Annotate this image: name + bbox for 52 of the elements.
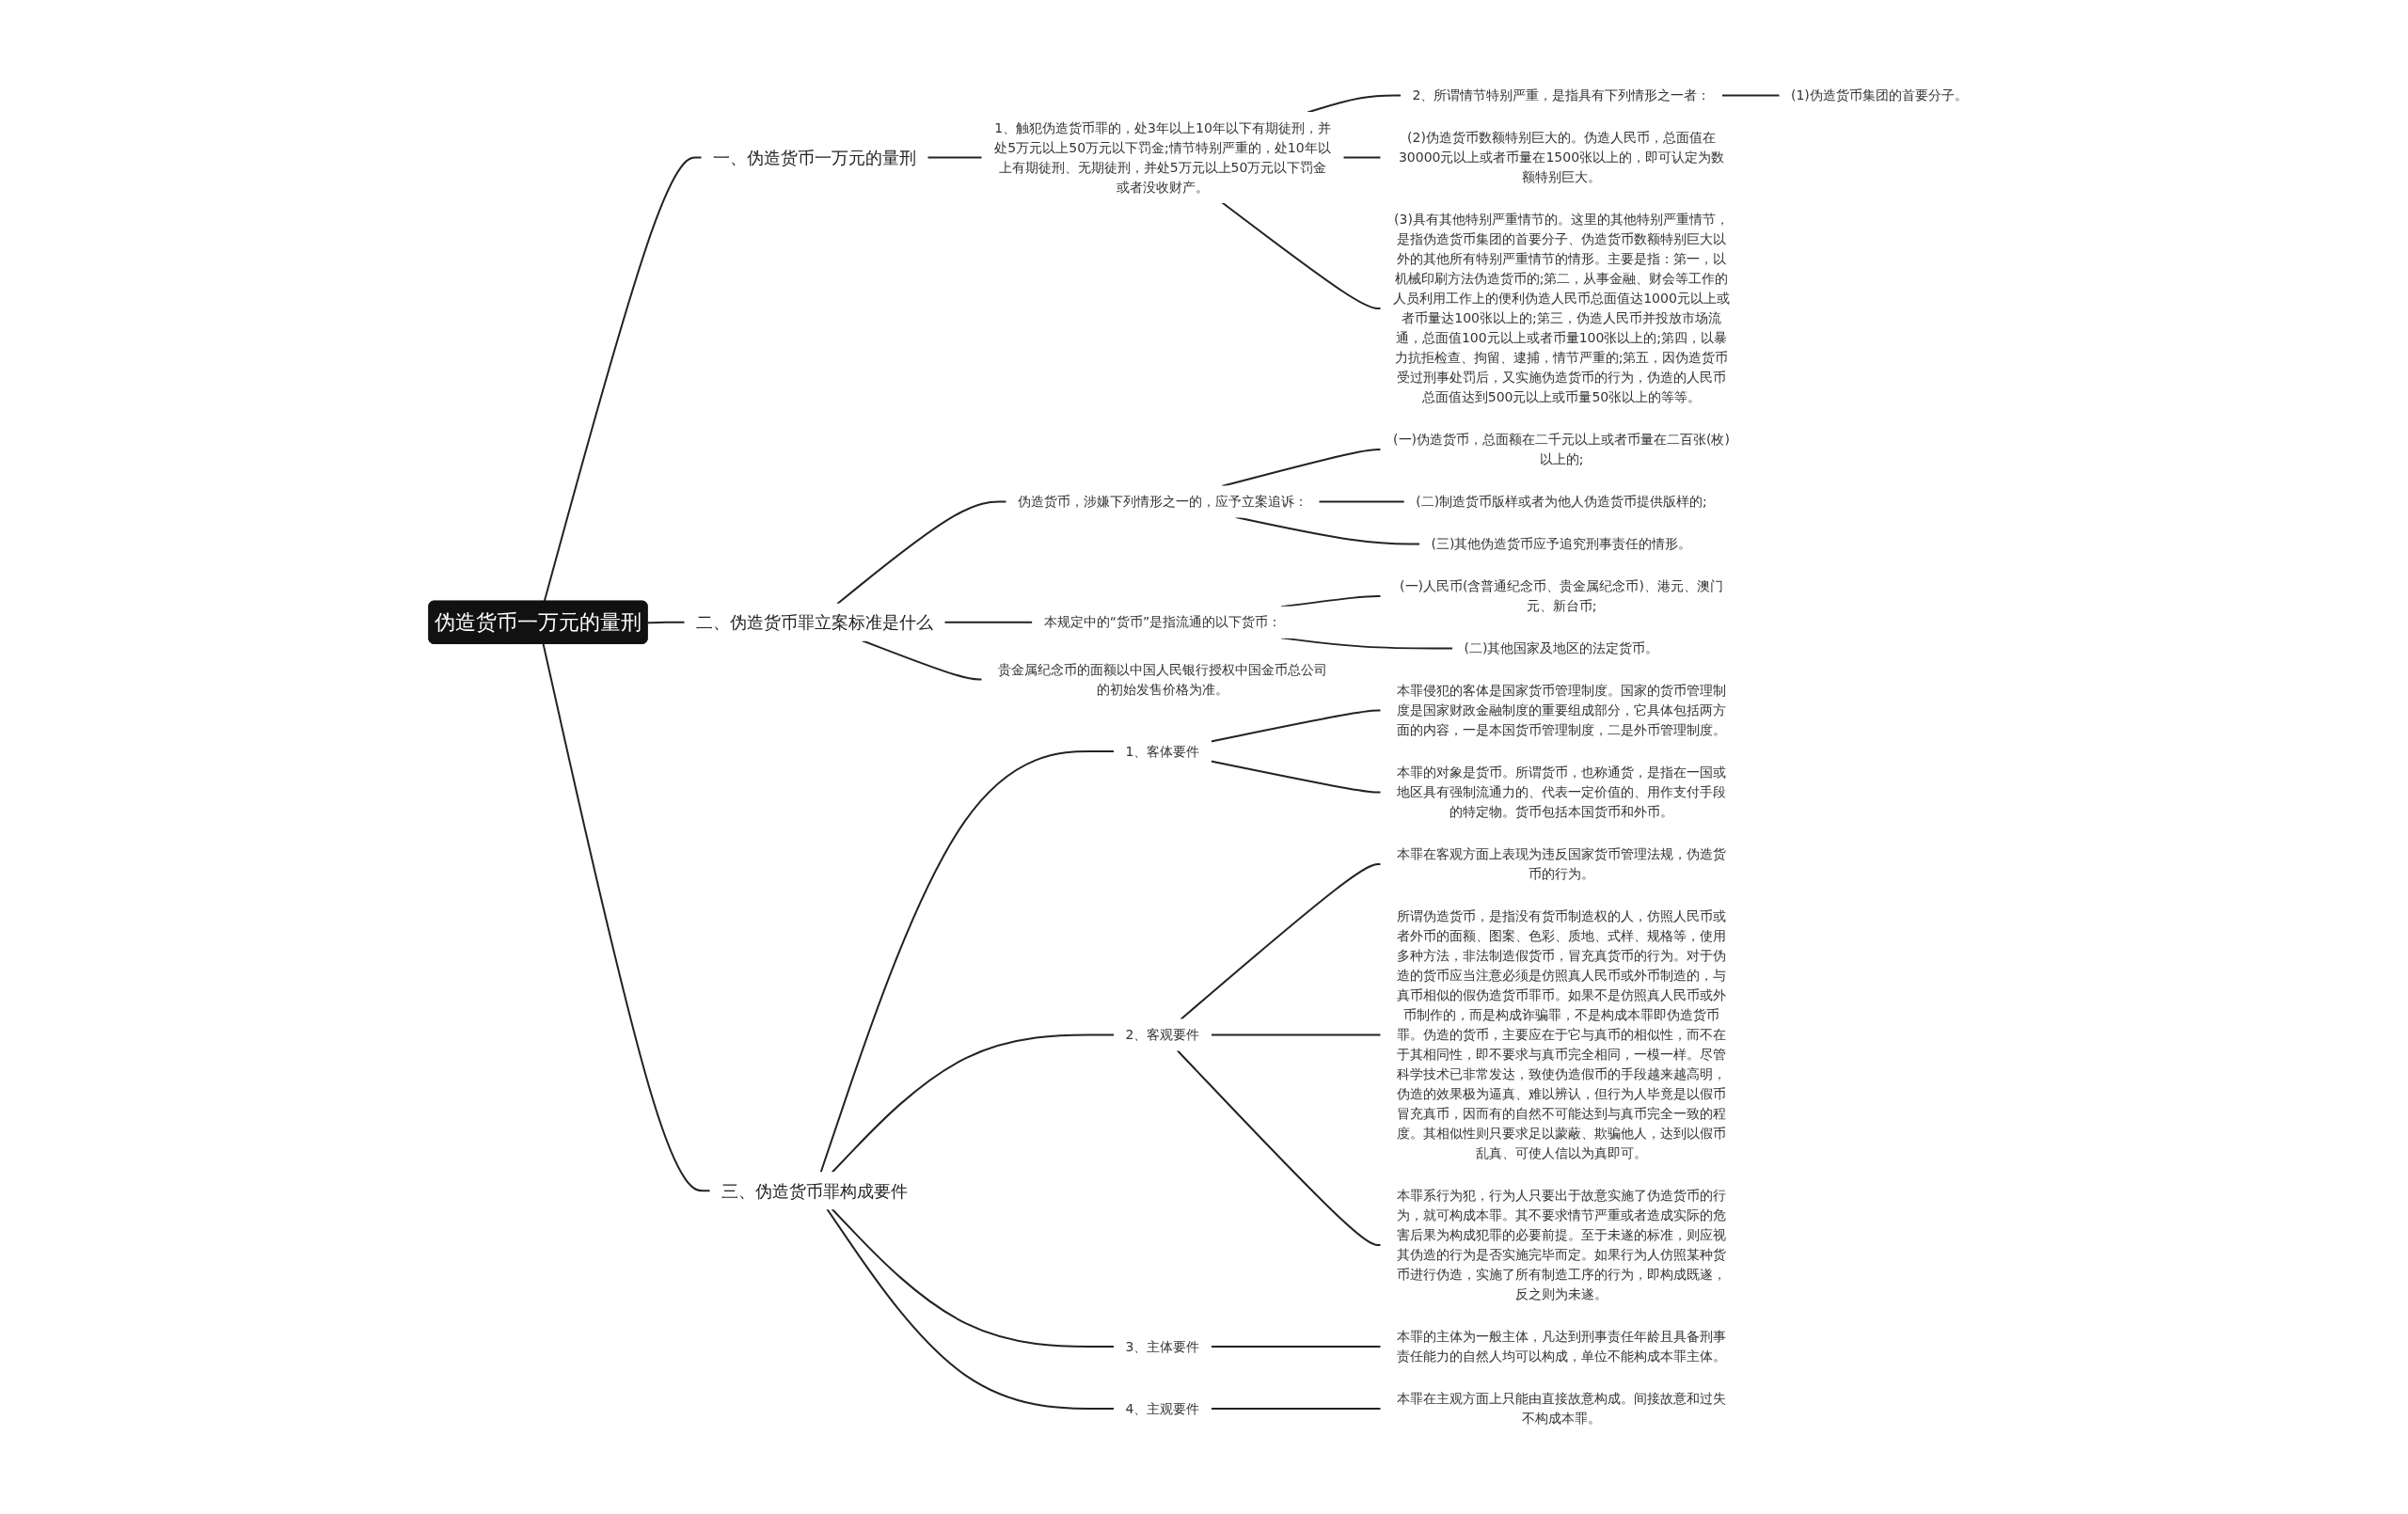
connector <box>1342 156 1383 159</box>
node-text: 一、伪造货币一万元的量刑 <box>713 148 917 167</box>
connector <box>1221 449 1383 487</box>
connector <box>1176 1049 1383 1246</box>
node-text: 2、客观要件 <box>1125 1027 1200 1042</box>
node-text: 本罪的主体为一般主体，凡达到刑事责任年龄且具备刑事责任能力的自然人均可以构成，单位不能构成本罪主体。 <box>1397 1329 1727 1364</box>
connector <box>831 1033 1116 1174</box>
node-text: 伪造货币，涉嫌下列情形之一的，应予立案追诉： <box>1018 494 1308 509</box>
connector <box>1720 94 1782 97</box>
connector <box>861 639 984 681</box>
connector <box>542 642 712 1192</box>
node-text: (二)制造货币版样或者为他人伪造货币提供版样的; <box>1416 494 1707 509</box>
connector <box>1210 1346 1383 1348</box>
node-text: 本罪侵犯的客体是国家货币管理制度。国家的货币管理制度是国家财政金融制度的重要组成部分，它具体包括两方面的内容，一是本国货币管理制度，二是外币管理制度。 <box>1397 683 1727 737</box>
connector <box>943 621 1034 623</box>
connector <box>836 500 1008 606</box>
node-text: (一)人民币(含普通纪念币、贵金属纪念币)、港元、澳门元、新台币; <box>1400 578 1723 613</box>
connector <box>1318 500 1406 503</box>
node-text: (2)伪造货币数额特别巨大的。伪造人民币，总面值在30000元以上或者币量在1500张以上的，即可认定为数额特别巨大。 <box>1398 130 1725 184</box>
node-text: (一)伪造货币，总面额在二千元以上或者币量在二百张(枚)以上的; <box>1393 432 1730 466</box>
connector <box>543 156 704 603</box>
node-text: 所谓伪造货币，是指没有货币制造权的人，仿照人民币或者外币的面额、图案、色彩、质地、式样、规格等，使用多种方法，非法制造假货币，冒充真货币的行为。对于伪造的货币应当注意必须是仿照真人民币或外币制造的，与真币相似的假伪造货币罪币。如果不是仿照真人民币或外币制作的，而是构成诈骗罪，不是构成本罪即伪造货币罪。伪造的货币，主要应在于它与真币的相似性，而不在于其相同性，即不要求与真币完全相同，一模一样。尽管科学技术已非常发达，致使伪造假币的手段越来越高明，伪造的效果极为逼真、难以辨认，但行为人毕竟是以假币冒充真币，因而有的自然不可能达到与真币完全一致的程度。其相似性则只要求足以蒙蔽、欺骗他人，达到以假币乱真、可使人信以为真即可。 <box>1397 908 1727 1160</box>
connector <box>646 621 687 624</box>
node-text: (二)其他国家及地区的法定货币。 <box>1464 640 1659 655</box>
node-text: (1)伪造货币集团的首要分子。 <box>1791 87 1968 103</box>
connector <box>1180 863 1383 1020</box>
node-text: 本罪在客观方面上表现为违反国家货币管理法规，伪造货币的行为。 <box>1397 846 1727 881</box>
connector <box>1307 94 1402 114</box>
connector <box>927 156 984 159</box>
node-text: 1、触犯伪造货币罪的，处3年以上10年以下有期徒刑，并处5万元以上50万元以下罚金;情节特别严重的，处10年以上有期徒刑、无期徒刑，并处5万元以上50万元以下罚金或者没收财产。 <box>994 119 1331 195</box>
node-text: 2、所谓情节特别严重，是指具有下列情形之一者： <box>1412 87 1711 103</box>
node-text: 4、主观要件 <box>1125 1400 1200 1416</box>
node-text: 1、客体要件 <box>1125 743 1200 759</box>
node-text: 3、主体要件 <box>1125 1338 1200 1354</box>
connector <box>831 1207 1116 1348</box>
connector <box>819 750 1116 1174</box>
connector <box>1210 709 1383 743</box>
connector <box>826 1207 1116 1410</box>
node-text: 二、伪造货币罪立案标准是什么 <box>696 612 934 633</box>
connector <box>1210 1033 1383 1036</box>
connector <box>1221 201 1383 309</box>
node-text: 贵金属纪念币的面额以中国人民银行授权中国金币总公司的初始发售价格为准。 <box>998 661 1328 697</box>
node-text: 本罪系行为犯，行为人只要出于故意实施了伪造货币的行为，就可构成本罪。其不要求情节严重或者造成实际的危害后果为构成犯罪的必要前提。至于未遂的标准，则应视其伪造的行为是否实施完毕而定。如果行为人仿照某种货币进行伪造，实施了所有制造工序的行为，即构成既遂，反之则为未遂。 <box>1397 1188 1727 1301</box>
connector <box>1210 760 1383 794</box>
connector <box>1210 1408 1383 1410</box>
node-text: (三)其他伪造货币应予追究刑事责任的情形。 <box>1431 536 1692 551</box>
node-text: (3)具有其他特别严重情节的。这里的其他特别严重情节，是指伪造货币集团的首要分子、伪造货币数额特别巨大以外的其他所有特别严重情节的情形。主要是指：第一，以机械印刷方法伪造货币的;第二，从事金融、财会等工作的人员利用工作上的便利伪造人民币总面值达1000元以上或者币量达100张以上的;第三，伪造人民币并投放市场流通，总面值100元以上或者币量100张以上的;第四，以暴力抗拒检查、拘留、逮捕，情节严重的;第五，因伪造货币受过刑事处罚后，又实施伪造货币的行为，伪造的人民币总面值达到500元以上或币量50张以上的等等。 <box>1393 212 1730 404</box>
node-text: 本罪的对象是货币。所谓货币，也称通货，是指在一国或地区具有强制流通力的、代表一定价值的、用作支付手段的特定物。货币包括本国货币和外币。 <box>1397 765 1727 819</box>
node-text: 三、伪造货币罪构成要件 <box>721 1180 909 1201</box>
node-text: 本罪在主观方面上只能由直接故意构成。间接故意和过失不构成本罪。 <box>1397 1391 1727 1426</box>
node-text: 本规定中的“货币”是指流通的以下货币： <box>1043 614 1282 630</box>
connector <box>1280 595 1383 608</box>
